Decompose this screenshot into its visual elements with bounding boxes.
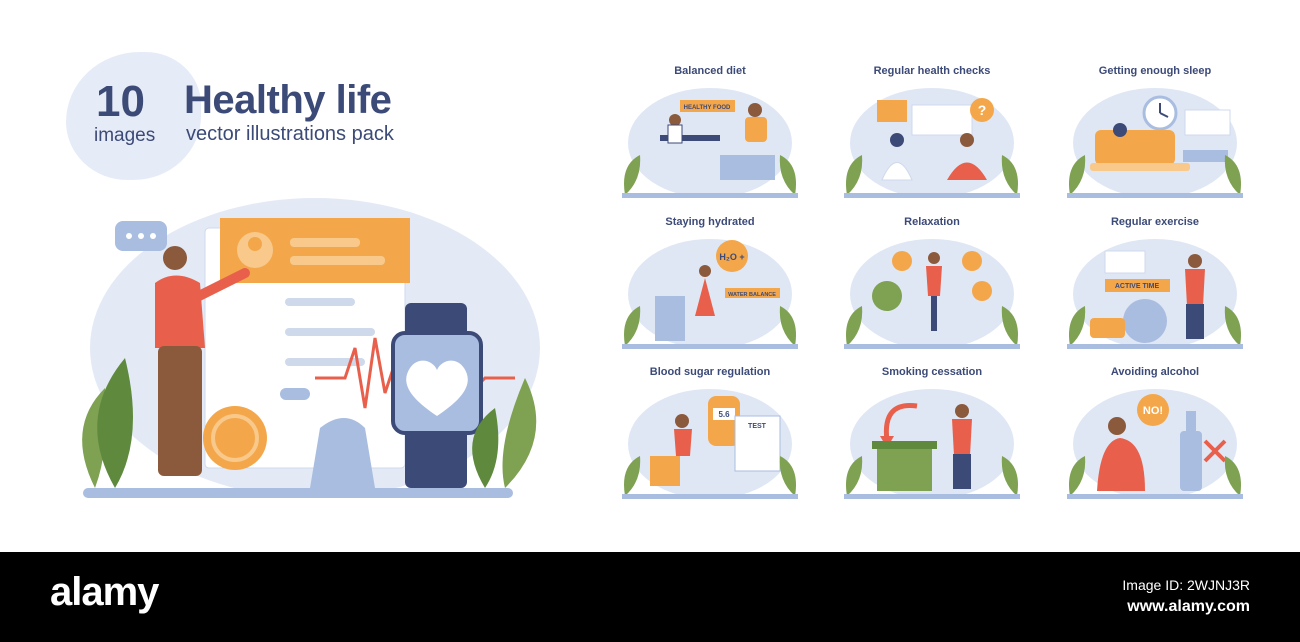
glucose-meter-icon: 5.6 TEST bbox=[622, 389, 798, 499]
test-sheet-label: TEST bbox=[748, 423, 767, 430]
tile-label: Avoiding alcohol bbox=[1110, 366, 1200, 378]
avoid-alcohol-icon: NO! bbox=[1067, 389, 1243, 499]
glucose-reading: 5.6 bbox=[718, 410, 730, 419]
exercise-icon: ACTIVE TIME bbox=[1067, 239, 1243, 349]
pack-subtitle: vector illustrations pack bbox=[186, 123, 394, 145]
watermark-footer bbox=[0, 552, 1300, 642]
tile-getting-enough-sleep: Getting enough sleep bbox=[1065, 65, 1245, 200]
tile-blood-sugar-regulation: Blood sugar regulation 5.6 TEST bbox=[620, 366, 800, 501]
tile-label: Balanced diet bbox=[674, 65, 746, 77]
tile-label: Relaxation bbox=[904, 216, 960, 228]
image-count-label: images bbox=[94, 125, 156, 146]
active-time-tag: ACTIVE TIME bbox=[1115, 283, 1160, 290]
pack-title: Healthy life bbox=[184, 78, 392, 122]
balanced-diet-icon: HEALTHY FOOD bbox=[622, 88, 798, 198]
image-id: Image ID: 2WJNJ3R bbox=[1122, 577, 1250, 593]
smoking-cessation-icon bbox=[844, 389, 1020, 499]
tile-label: Smoking cessation bbox=[881, 366, 983, 378]
svg-text:?: ? bbox=[978, 102, 987, 118]
no-tag: NO! bbox=[1143, 405, 1163, 417]
tile-label: Staying hydrated bbox=[665, 216, 755, 228]
water-balance-tag: WATER BALANCE bbox=[728, 292, 776, 298]
tile-label: Regular exercise bbox=[1110, 216, 1200, 228]
hydration-icon: H₂O + WATER BALANCE bbox=[622, 239, 798, 349]
tile-regular-exercise: Regular exercise ACTIVE TIME bbox=[1065, 216, 1245, 351]
site-url: www.alamy.com bbox=[1127, 598, 1250, 615]
healthy-food-tag: HEALTHY FOOD bbox=[684, 105, 731, 111]
tile-regular-health-checks: Regular health checks ? bbox=[842, 65, 1022, 200]
relaxation-icon bbox=[844, 239, 1020, 349]
image-count: 10 bbox=[96, 77, 145, 126]
hero-illustration bbox=[82, 198, 540, 498]
tile-label: Blood sugar regulation bbox=[649, 366, 771, 378]
tile-avoiding-alcohol: Avoiding alcohol NO! bbox=[1065, 366, 1245, 501]
health-check-icon: ? bbox=[844, 88, 1020, 198]
illustration-canvas: 10 images Healthy life vector illustrati… bbox=[66, 52, 1245, 501]
tile-label: Regular health checks bbox=[873, 65, 991, 77]
brand-logo: alamy bbox=[50, 570, 159, 614]
tile-label: Getting enough sleep bbox=[1098, 65, 1212, 77]
tile-staying-hydrated: Staying hydrated H₂O + WATER BALANCE bbox=[620, 216, 800, 351]
tile-relaxation: Relaxation bbox=[842, 216, 1022, 351]
tile-balanced-diet: Balanced diet HEALTHY FOOD bbox=[620, 65, 800, 200]
header-blob bbox=[66, 52, 201, 180]
sleep-icon bbox=[1067, 88, 1243, 198]
h2o-tag: H₂O + bbox=[719, 252, 744, 262]
tile-smoking-cessation: Smoking cessation bbox=[842, 366, 1022, 501]
